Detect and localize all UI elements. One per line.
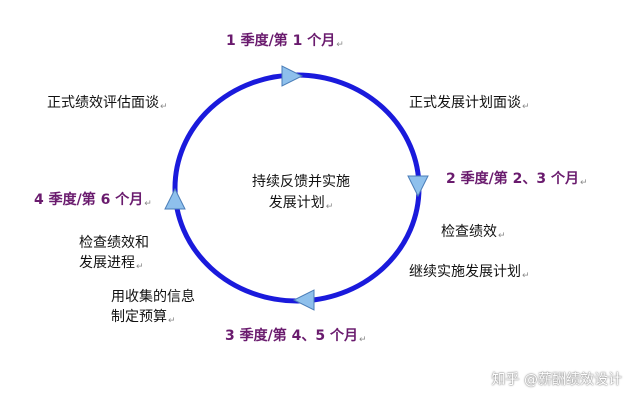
paragraph-mark: ↵ [325,202,334,212]
paragraph-mark: ↵ [144,199,152,209]
cycle-arrow-right [407,175,429,198]
paragraph-mark: ↵ [336,40,344,50]
step-collect-info-line2: 制定预算 [111,309,167,325]
paragraph-mark: ↵ [579,178,588,188]
step-formal-review-interview: 正式绩效评估面谈↵ [47,95,168,112]
paragraph-mark: ↵ [522,102,530,112]
paragraph-mark: ↵ [498,231,506,241]
cycle-center-text: 持续反馈并实施 发展计划↵ [226,172,376,218]
paragraph-mark: ↵ [160,102,168,112]
quarter-3-label: 3 季度/第 4、5 个月↵ [225,328,367,345]
step-check-performance: 检查绩效↵ [441,224,506,241]
paragraph-mark: ↵ [168,316,176,326]
quarter-4-label: 4 季度/第 6 个月↵ [34,192,152,209]
step-formal-dev-plan-interview: 正式发展计划面谈↵ [409,95,530,112]
step-continue-implement-plan: 继续实施发展计划↵ [409,264,530,281]
paragraph-mark: ↵ [136,262,144,272]
watermark: 知乎 @薪酬绩效设计 [491,372,622,388]
cycle-arrow-bottom [292,289,315,311]
step-collect-info-line1: 用收集的信息 [111,289,195,305]
cycle-arrow-left [164,187,186,210]
step-check-perf-and-progress-line1: 检查绩效和 [79,235,149,251]
step-check-perf-and-progress-line2: 发展进程 [79,255,135,271]
step-check-perf-and-progress: 检查绩效和 发展进程↵ [79,233,149,277]
paragraph-mark: ↵ [522,271,530,281]
paragraph-mark: ↵ [358,335,367,345]
quarter-1-label: 1 季度/第 1 个月↵ [226,33,344,50]
step-collect-info: 用收集的信息 制定预算↵ [111,287,195,331]
cycle-center-line2: 发展计划 [268,195,325,211]
cycle-arrow-top [281,65,304,87]
cycle-center-line1: 持续反馈并实施 [252,174,350,190]
quarter-2-label: 2 季度/第 2、3 个月↵ [446,171,588,188]
